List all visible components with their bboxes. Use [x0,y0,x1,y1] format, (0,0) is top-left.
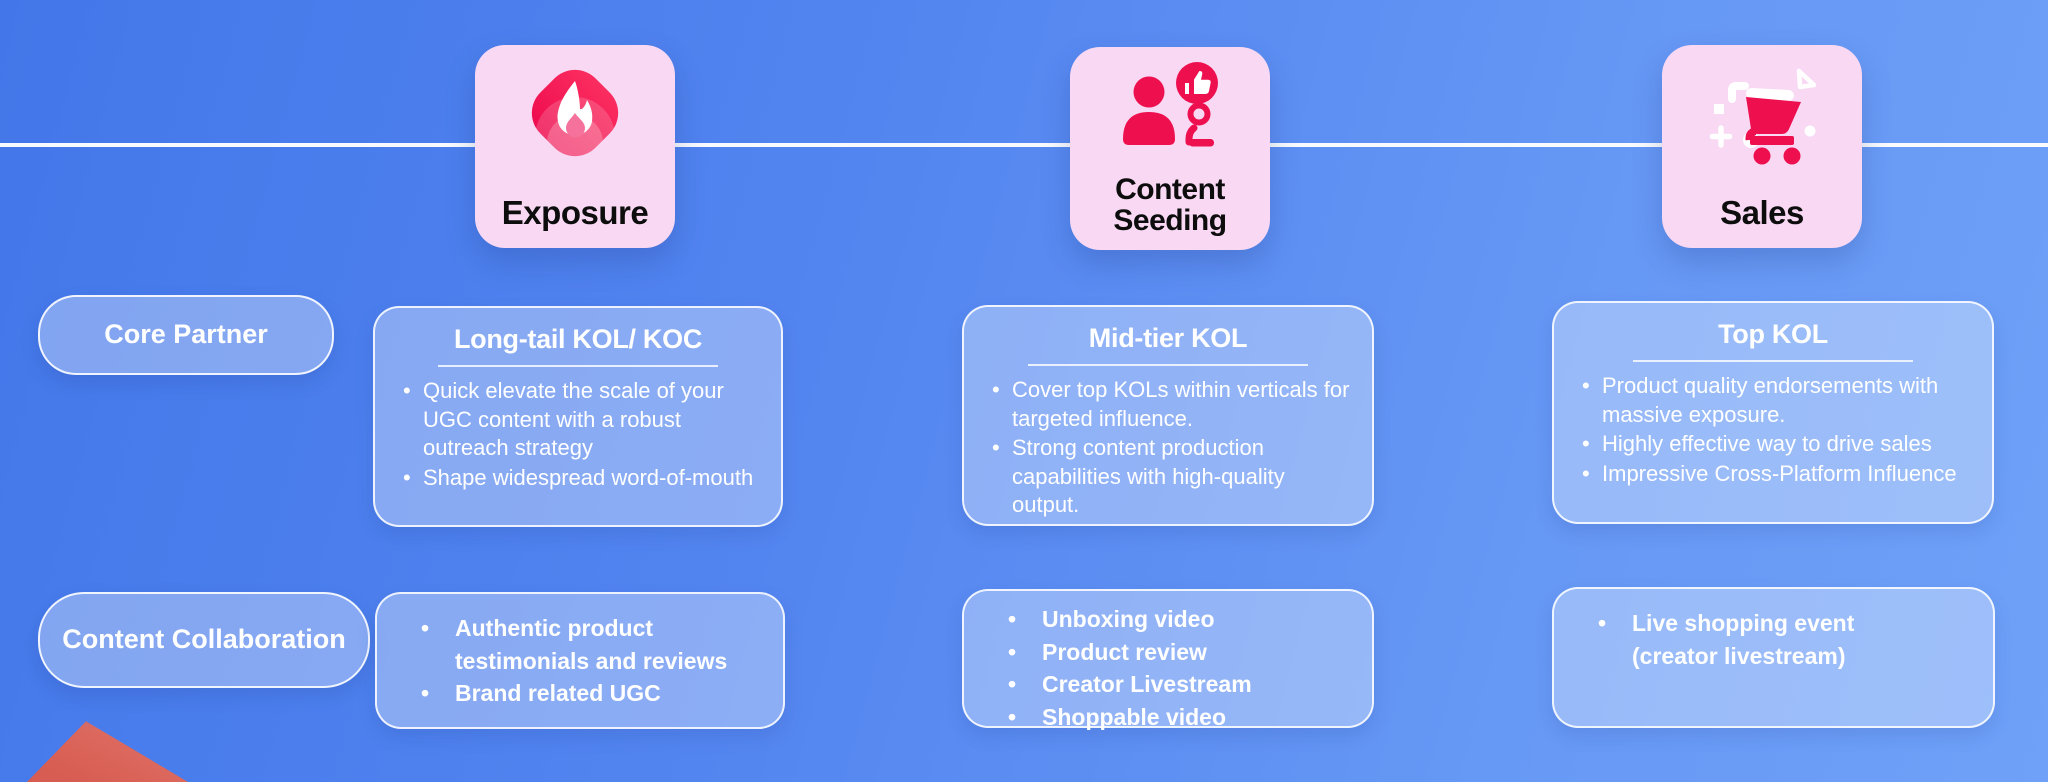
flame-icon [531,69,619,167]
row-label-core-partner: Core Partner [38,295,334,375]
bullet-item: Authentic product testimonials and revie… [411,612,759,677]
row-label-content-collaboration: Content Collaboration [38,592,370,688]
content-collab-panel-2: Unboxing videoProduct reviewCreator Live… [962,589,1374,733]
row-label-content-collaboration-text: Content Collaboration [62,624,346,655]
decorative-salmon-triangle [6,721,256,782]
stage-card-exposure: Exposure [475,45,675,248]
bullet-item: Strong content production capabilities w… [990,434,1354,520]
bullet-item: Shape widespread word-of-mouth [401,464,763,493]
stage-label-sales: Sales [1720,193,1804,231]
bullet-item: Unboxing video [998,603,1348,636]
bullet-item: Live shopping event (creator livestream) [1588,607,1931,672]
panel-title: Mid-tier KOL [1088,323,1248,353]
title-underline [438,365,718,367]
core-partner-panel-longtail: Long-tail KOL/ KOC Quick elevate the sca… [373,306,783,527]
panel-title: Long-tail KOL/ KOC [453,324,703,354]
stage-card-content-seeding: Content Seeding [1070,47,1270,250]
bullet-item: Creator Livestream [998,668,1348,701]
stage-label-exposure: Exposure [501,193,649,231]
content-collab-panel-1: Authentic product testimonials and revie… [375,592,785,729]
bullet-item: Product review [998,636,1348,669]
title-underline [1028,364,1308,366]
panel-title: Top KOL [1718,319,1828,349]
shopping-cart-icon [1709,68,1817,165]
bullet-list: Quick elevate the scale of your UGC cont… [375,377,781,492]
bullet-item: Cover top KOLs within verticals for targ… [990,376,1354,433]
bullet-list: Cover top KOLs within verticals for targ… [964,376,1372,520]
bullet-list: Live shopping event (creator livestream) [1554,589,1993,672]
title-underline [1633,360,1913,362]
bullet-item: Highly effective way to drive sales [1580,430,1974,459]
content-collab-panel-3: Live shopping event (creator livestream) [1552,587,1995,728]
bullet-item: Product quality endorsements with massiv… [1580,372,1974,429]
bullet-item: Impressive Cross-Platform Influence [1580,460,1974,489]
stage-connector-line [0,143,2048,147]
bullet-item: Shoppable video [998,701,1348,734]
bullet-list: Unboxing videoProduct reviewCreator Live… [964,591,1372,734]
bullet-item: Quick elevate the scale of your UGC cont… [401,377,763,463]
bullet-list: Product quality endorsements with massiv… [1554,372,1992,488]
core-partner-panel-midtier: Mid-tier KOL Cover top KOLs within verti… [962,305,1374,526]
bullet-list: Authentic product testimonials and revie… [377,594,783,710]
bullet-item: Brand related UGC [411,677,759,710]
person-thumbs-up-icon [1123,62,1218,147]
stage-card-sales: Sales [1662,45,1862,248]
row-label-core-partner-text: Core Partner [104,319,268,350]
stage-label-content-seeding: Content Seeding [1113,172,1227,237]
core-partner-panel-top-kol: Top KOL Product quality endorsements wit… [1552,301,1994,524]
